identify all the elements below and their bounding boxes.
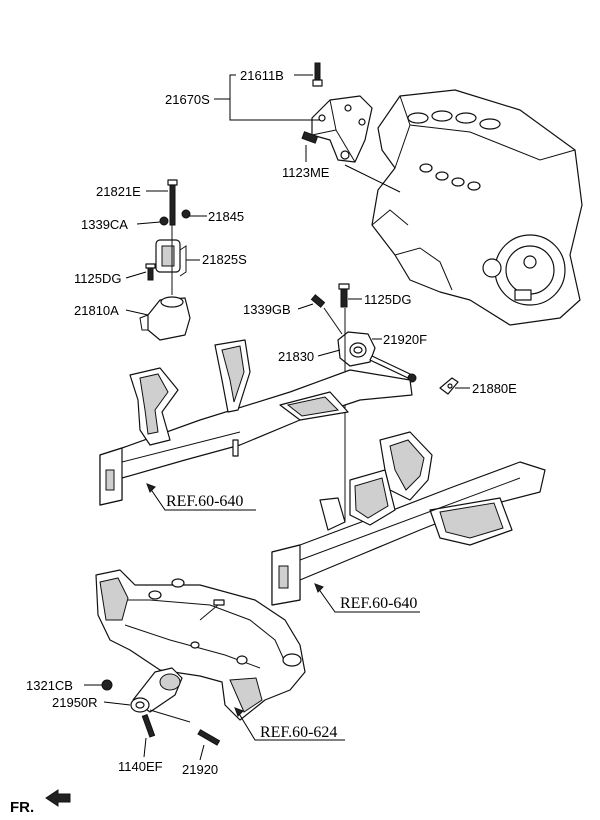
left-mount-stack <box>139 179 191 341</box>
label-1321CB: 1321CB <box>26 678 73 693</box>
front-label: FR. <box>10 799 34 816</box>
label-21920: 21920 <box>182 762 218 777</box>
label-21670S: 21670S <box>165 92 210 107</box>
label-1125DG-right: 1125DG <box>364 292 411 307</box>
label-1125DG-left: 1125DG <box>74 271 121 286</box>
label-21611B: 21611B <box>240 68 284 83</box>
label-1339CA: 1339CA <box>81 217 128 232</box>
label-1123ME: 1123ME <box>282 165 330 180</box>
label-21880E: 21880E <box>472 381 517 396</box>
front-direction-indicator: FR. <box>10 789 71 816</box>
ref-left: REF.60-640 <box>166 493 243 510</box>
ref-pointers <box>146 483 420 741</box>
ref-subframe: REF.60-624 <box>260 724 337 741</box>
ref-labels: REF.60-640 REF.60-640 REF.60-624 <box>166 493 417 741</box>
label-21810A: 21810A <box>74 303 119 318</box>
ref-right: REF.60-640 <box>340 595 417 612</box>
transaxle-mount <box>310 283 459 522</box>
front-arrow-icon <box>45 789 71 807</box>
ref-right-prefix: REF. <box>340 595 372 612</box>
ref-subframe-number: 60-624 <box>292 724 337 741</box>
ref-left-number: 60-640 <box>198 493 243 510</box>
right-side-member <box>271 431 546 606</box>
ref-subframe-prefix: REF. <box>260 724 292 741</box>
roll-rod-mount <box>101 667 221 746</box>
engine-block <box>371 89 583 326</box>
label-21830: 21830 <box>278 349 314 364</box>
label-21920F: 21920F <box>383 332 427 347</box>
label-21845: 21845 <box>208 209 244 224</box>
label-1140EF: 1140EF <box>118 759 163 774</box>
label-21950R: 21950R <box>52 695 98 710</box>
ref-left-prefix: REF. <box>166 493 198 510</box>
left-side-member <box>99 339 413 506</box>
label-21825S: 21825S <box>202 252 247 267</box>
engine-mount-bracket <box>301 62 401 193</box>
part-labels: 21611B 21670S 1123ME 21821E 1339CA 21845… <box>26 68 517 777</box>
label-1339GB: 1339GB <box>243 302 291 317</box>
label-21821E: 21821E <box>96 184 141 199</box>
ref-right-number: 60-640 <box>372 595 417 612</box>
front-subframe <box>95 569 306 721</box>
leader-lines <box>84 74 470 761</box>
